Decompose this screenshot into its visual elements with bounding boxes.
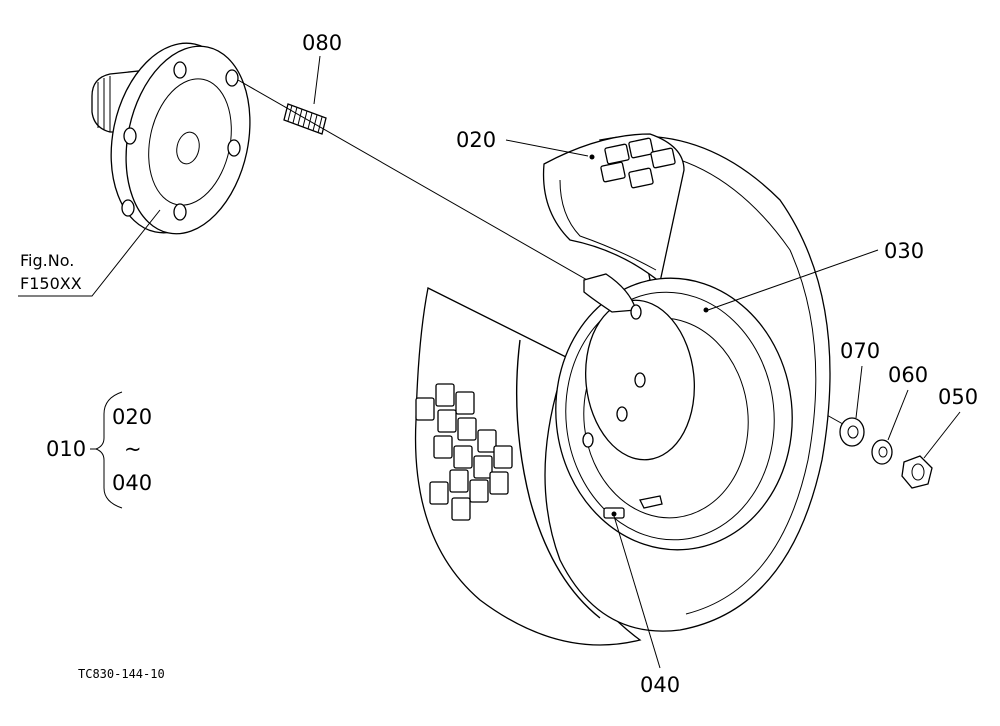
leader-040 (613, 515, 661, 669)
callout-030: 030 (884, 239, 924, 263)
leader-080 (313, 55, 321, 105)
leader-030 (707, 249, 879, 311)
callout-060: 060 (888, 363, 928, 387)
lock-washer (871, 439, 893, 465)
callout-050: 050 (938, 385, 978, 409)
figure-ref-line1: Fig.No. (20, 251, 74, 270)
tread-blocks (415, 383, 513, 521)
callout-070: 070 (840, 339, 880, 363)
wheel-rim (555, 273, 793, 551)
drawing-code: TC830-144-10 (78, 667, 165, 681)
wheel-nut (901, 455, 933, 489)
leader-020 (505, 139, 589, 157)
flat-washer (839, 417, 865, 447)
leader-060 (887, 389, 909, 441)
leader-050 (923, 411, 961, 459)
hub-flange (91, 42, 251, 235)
assembly-from: 020 (112, 405, 152, 429)
tire-slice (542, 133, 685, 284)
tire-section (414, 287, 642, 646)
assembly-range-mark: ~ (124, 437, 142, 461)
leader-070 (855, 365, 863, 419)
callout-040: 040 (640, 673, 680, 697)
valve (603, 495, 663, 519)
callout-020: 020 (456, 128, 496, 152)
wheel-bolt (283, 103, 327, 135)
assembly-to: 040 (112, 471, 152, 495)
assembly-group (90, 391, 123, 509)
assembly-parent: 010 (46, 437, 86, 461)
figure-ref-leader (18, 209, 161, 297)
figure-ref-line2: F150XX (20, 274, 82, 293)
callout-080: 080 (302, 31, 342, 55)
